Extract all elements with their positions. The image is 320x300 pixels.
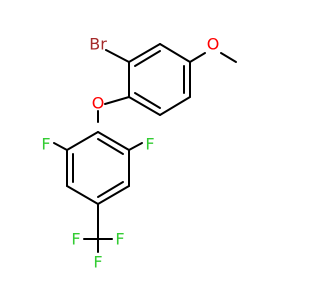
bond-c10-c11 bbox=[66, 185, 99, 205]
bond-o-ch3 bbox=[220, 52, 237, 63]
atom-label-o-ether: O bbox=[92, 94, 105, 113]
atom-label-br: Br bbox=[89, 35, 107, 54]
bond-c3-o bbox=[189, 52, 206, 63]
atom-labels: Br O O F F F F F bbox=[41, 35, 219, 272]
bond-c5-c6-inner bbox=[134, 92, 161, 109]
atom-label-f-cf3-bottom: F bbox=[93, 253, 102, 272]
bond-c9-c10-inner bbox=[97, 181, 124, 198]
atom-label-f-right: F bbox=[145, 135, 154, 154]
bond-c6-o bbox=[104, 96, 130, 105]
bond-c12-c7 bbox=[66, 131, 99, 151]
bond-c9-c10 bbox=[97, 185, 130, 205]
bond-c7-c8 bbox=[97, 131, 130, 151]
molecule-structure-diagram: Br O O F F F F F bbox=[41, 35, 237, 272]
bond-c1-c2-inner bbox=[134, 50, 161, 67]
bond-c4-c5 bbox=[159, 96, 191, 116]
atom-label-o-methoxy: O bbox=[207, 35, 220, 54]
bond-c12-f bbox=[53, 142, 68, 151]
atom-label-f-cf3-right: F bbox=[115, 230, 124, 249]
bond-c8-f bbox=[128, 142, 143, 151]
atom-label-f-cf3-left: F bbox=[71, 230, 80, 249]
bond-c1-br bbox=[105, 49, 130, 63]
bonds bbox=[53, 43, 237, 253]
bond-c5-c6 bbox=[128, 96, 161, 116]
bond-c1-c2 bbox=[128, 43, 161, 63]
bond-c2-c3 bbox=[159, 43, 191, 63]
bond-c7-c8-inner bbox=[97, 138, 124, 155]
atom-label-f-left: F bbox=[41, 135, 50, 154]
